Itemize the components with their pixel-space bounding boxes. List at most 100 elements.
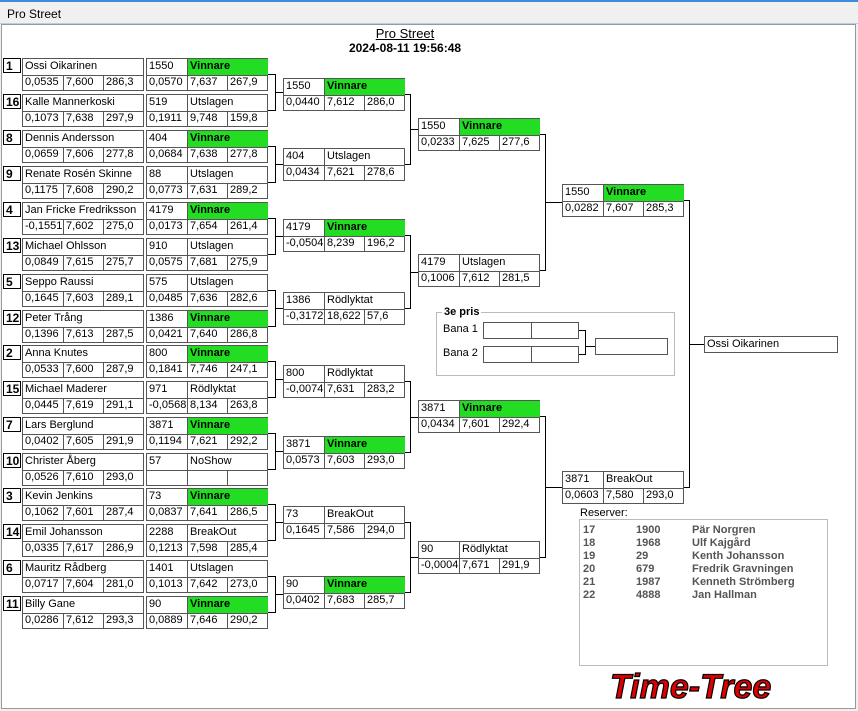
reaction-time: 0,1213: [149, 542, 183, 554]
racer-id: 88: [149, 168, 162, 180]
lane2-slot[interactable]: [483, 346, 579, 363]
racer-name: Anna Knutes: [25, 347, 88, 359]
racer-name: Seppo Raussi: [25, 276, 94, 288]
race-status: Utslagen: [187, 275, 268, 291]
race-status: Vinnare: [187, 203, 268, 219]
reaction-time: 0,0575: [149, 256, 183, 268]
elapsed-time: 7,637: [187, 75, 227, 91]
race-status: Rödlyktat: [324, 366, 405, 382]
speed-value: 297,9: [103, 111, 144, 127]
lane1-slot[interactable]: [483, 322, 579, 339]
racer-id: 800: [286, 367, 305, 379]
seed-number: 2: [3, 345, 21, 360]
speed-value: 247,1: [227, 362, 268, 378]
speed-value: 159,8: [227, 111, 268, 127]
racer-id: 1386: [149, 312, 174, 324]
seed-number: 15: [3, 381, 21, 396]
third-place-winner-slot[interactable]: [595, 338, 668, 355]
speed-value: 281,5: [499, 271, 540, 287]
racer-id: 4179: [421, 256, 446, 268]
speed-value: 285,7: [364, 593, 405, 609]
elapsed-time: 7,608: [63, 183, 103, 199]
speed-value: 293,0: [364, 453, 405, 469]
reaction-time: -0,0504: [286, 237, 324, 249]
speed-value: 275,7: [103, 255, 144, 271]
race-status: Vinnare: [324, 577, 405, 593]
racer-id: 575: [149, 276, 168, 288]
elapsed-time: 8,239: [324, 236, 364, 252]
reaction-time: 0,0434: [421, 418, 455, 430]
reaction-time: 0,0173: [149, 220, 183, 232]
lane2-label: Bana 2: [443, 347, 478, 359]
race-status: Vinnare: [324, 79, 405, 95]
racer-id: 910: [149, 240, 168, 252]
reserve-name: Kenneth Strömberg: [692, 576, 795, 588]
reserve-name: Pär Norgren: [692, 524, 756, 536]
speed-value: 286,3: [103, 75, 144, 91]
elapsed-time: 7,638: [187, 147, 227, 163]
speed-value: 263,8: [227, 398, 268, 414]
elapsed-time: 7,600: [63, 362, 103, 378]
speed-value: 283,2: [364, 382, 405, 398]
elapsed-time: 7,641: [187, 505, 227, 521]
racer-name: Michael Maderer: [25, 383, 107, 395]
reaction-time: 0,0717: [25, 578, 59, 590]
race-status: Vinnare: [187, 489, 268, 505]
elapsed-time: 7,580: [603, 488, 643, 504]
reserve-id: 29: [636, 550, 649, 562]
elapsed-time: 7,606: [63, 147, 103, 163]
race-status: NoShow: [187, 454, 268, 470]
reserve-name: Fredrik Gravningen: [692, 563, 794, 575]
seed-number: 12: [3, 310, 21, 325]
seed-number: 13: [3, 238, 21, 253]
elapsed-time: 7,601: [63, 505, 103, 521]
reaction-time: [147, 470, 187, 486]
